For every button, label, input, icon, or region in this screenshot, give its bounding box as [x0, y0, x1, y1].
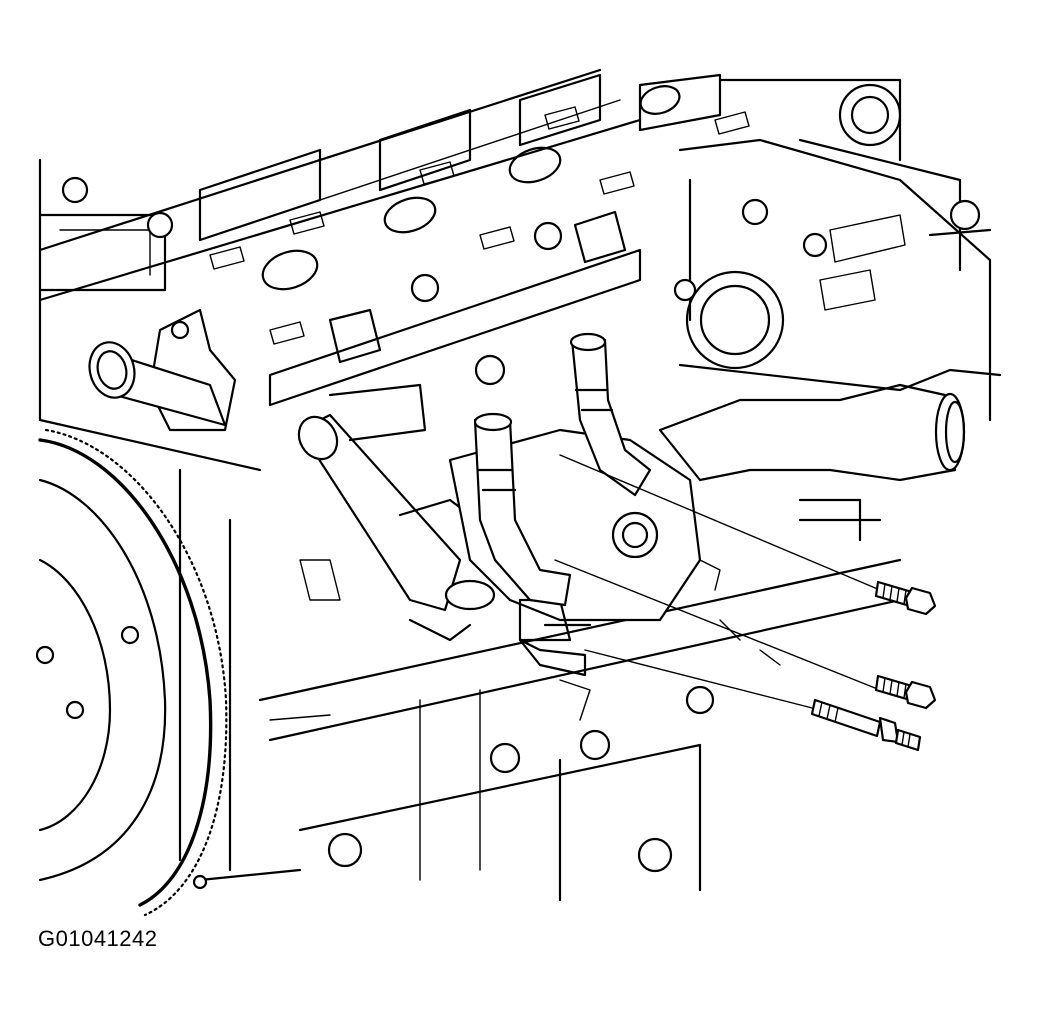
figure-id-label: G01041242 [38, 926, 158, 951]
block-details [192, 498, 882, 890]
engine-block [38, 68, 992, 902]
water-pump-bolt-upper [874, 580, 937, 616]
bypass-pipe [473, 412, 572, 607]
water-pump-stud-bolt [810, 698, 922, 752]
bolt-guide-lines [554, 454, 881, 711]
thermostat-housing [88, 308, 237, 432]
heater-outlet-pipe [569, 332, 652, 497]
water-pump-bolt-middle [874, 674, 937, 710]
radiator-inlet-pipe [658, 363, 1002, 482]
water-inlet-pipe [297, 383, 496, 642]
flywheel [35, 428, 228, 917]
